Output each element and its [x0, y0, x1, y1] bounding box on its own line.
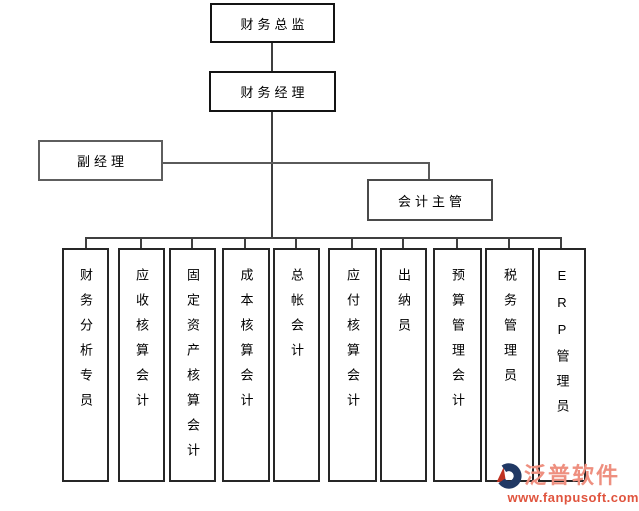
- connector-stub-9: [508, 239, 510, 248]
- connector-stub-4: [244, 239, 246, 248]
- connector-stub-10: [560, 239, 562, 248]
- org-box-finance-manager-label: 财务经理: [240, 85, 309, 100]
- connector-stub-3: [191, 239, 193, 248]
- connector-director-manager: [271, 43, 273, 71]
- org-box-fixed-assets-accountant: 固定资产核算会计: [169, 248, 216, 482]
- org-box-cost-accountant: 成本核算会计: [222, 248, 270, 482]
- position-label: 出纳员: [396, 268, 411, 343]
- org-box-financial-analysis-specialist: 财务分析专员: [62, 248, 109, 482]
- watermark-brand-text: 泛普软件: [524, 463, 621, 488]
- org-box-payables-accountant: 应付核算会计: [328, 248, 377, 482]
- org-box-tax-administrator: 税务管理员: [485, 248, 534, 482]
- connector-deputy-branch: [163, 162, 430, 164]
- fanpu-logo-icon: [494, 460, 522, 492]
- org-box-receivables-accountant: 应收核算会计: [118, 248, 165, 482]
- org-box-erp-administrator: ERP管理员: [538, 248, 586, 482]
- org-box-accounting-supervisor-label: 会计主管: [397, 193, 466, 209]
- position-label: 财务分析专员: [78, 268, 93, 418]
- connector-distribution-line: [85, 237, 562, 239]
- position-label: 税务管理员: [502, 268, 517, 393]
- position-label: 固定资产核算会计: [185, 268, 200, 468]
- watermark-url-text: www.fanpusoft.com: [507, 490, 639, 505]
- connector-supervisor-drop: [428, 162, 430, 180]
- connector-stub-2: [140, 239, 142, 248]
- org-box-finance-director-label: 财务总监: [240, 16, 309, 32]
- connector-stub-8: [456, 239, 458, 248]
- org-box-budget-management-accountant: 预算管理会计: [433, 248, 482, 482]
- org-box-deputy-manager: 副经理: [38, 140, 163, 181]
- position-label: 总帐会计: [289, 268, 304, 368]
- connector-trunk: [271, 112, 273, 238]
- position-label: 应收核算会计: [134, 268, 149, 418]
- position-label: 预算管理会计: [450, 268, 465, 418]
- org-box-general-ledger-accountant: 总帐会计: [273, 248, 320, 482]
- org-box-cashier: 出纳员: [380, 248, 427, 482]
- connector-stub-5: [295, 239, 297, 248]
- org-box-deputy-manager-label: 副经理: [76, 154, 128, 169]
- org-box-finance-director: 财务总监: [210, 3, 335, 43]
- connector-stub-1: [85, 239, 87, 248]
- position-label: 应付核算会计: [345, 268, 360, 418]
- org-box-accounting-supervisor: 会计主管: [367, 179, 493, 221]
- position-label: ERP管理员: [554, 268, 570, 424]
- watermark: 泛普软件 www.fanpusoft.com: [494, 460, 639, 505]
- connector-stub-7: [402, 239, 404, 248]
- position-label: 成本核算会计: [238, 268, 254, 418]
- connector-stub-6: [351, 239, 353, 248]
- org-box-finance-manager: 财务经理: [209, 71, 336, 112]
